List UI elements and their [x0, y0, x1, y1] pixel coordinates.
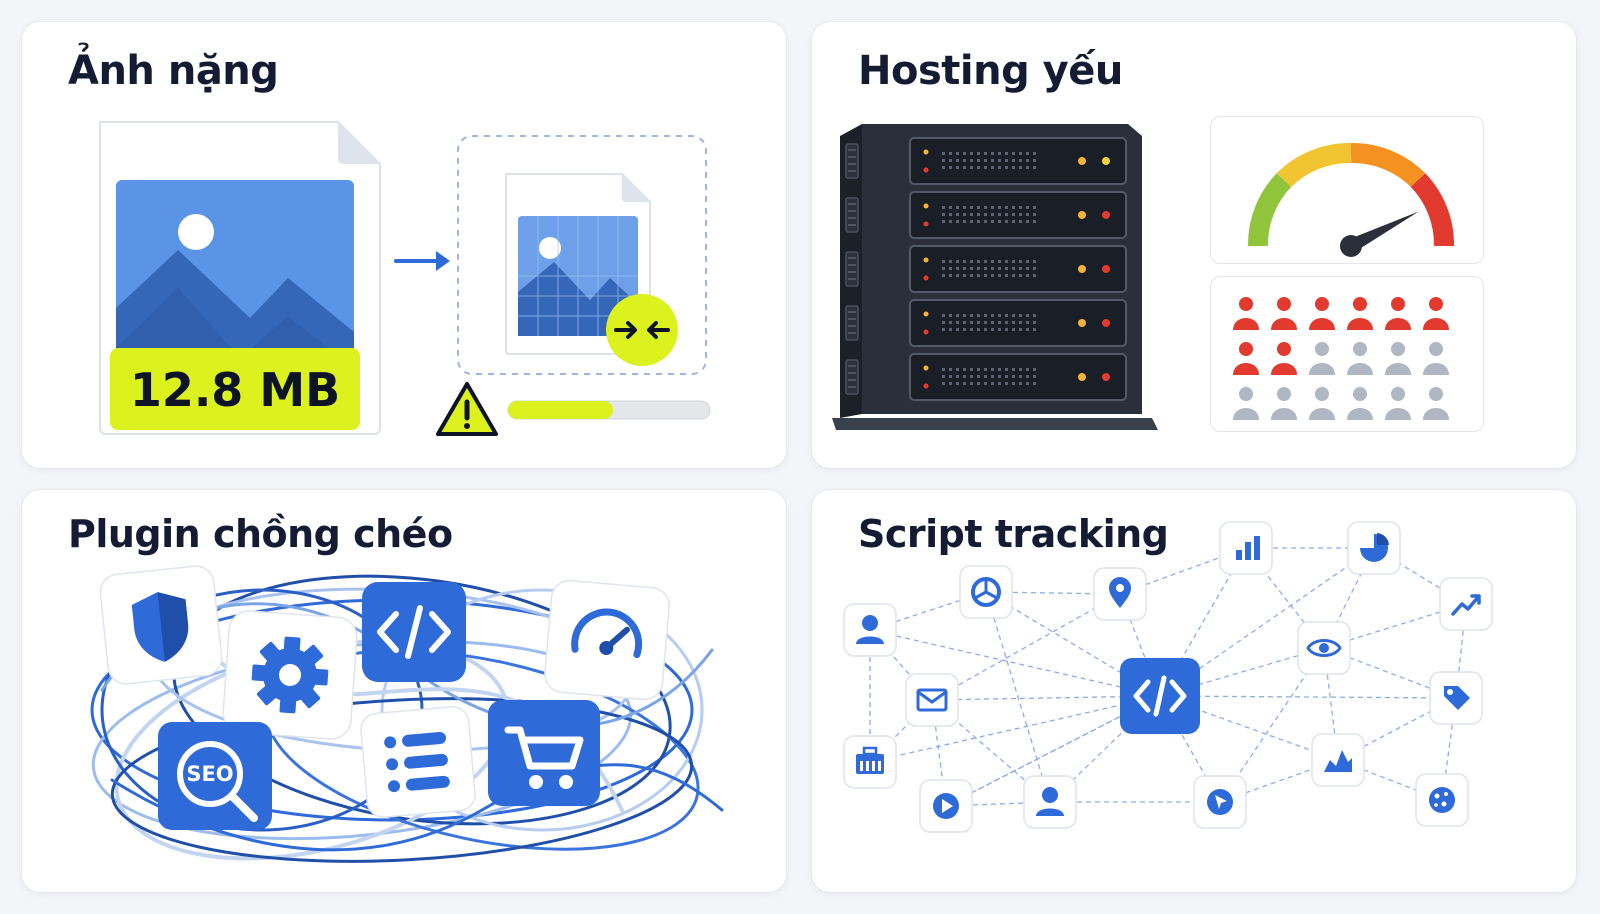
panel-title: Hosting yếu: [858, 48, 1123, 94]
rack-vent: [845, 305, 859, 341]
panel-title: Script tracking: [858, 512, 1169, 556]
cookie-icon: [1415, 773, 1469, 827]
rack-vent: [845, 359, 859, 395]
user-icon: [1347, 342, 1373, 375]
rack-vent: [845, 251, 859, 287]
server-unit: [909, 353, 1127, 401]
compression-frame: [457, 135, 707, 375]
shield-icon: [99, 565, 223, 685]
area-chart-icon: [1311, 733, 1365, 787]
rack-vent: [845, 197, 859, 233]
eye-icon: [1297, 621, 1351, 675]
file-size-label: 12.8 MB: [130, 363, 340, 417]
user-icon: [1271, 297, 1297, 330]
heavy-images-panel: Ảnh nặng 12.8 MB: [22, 22, 786, 468]
bar-chart-icon: [1219, 521, 1273, 575]
pie-chart-icon: [1347, 521, 1401, 575]
mail-icon: [905, 673, 959, 727]
server-unit: [909, 137, 1127, 185]
user-icon: [1423, 342, 1449, 375]
list-icon: [360, 706, 476, 818]
panel-title: Plugin chồng chéo: [68, 512, 453, 556]
seo-label: SEO: [186, 762, 233, 786]
user-icon: [1309, 342, 1335, 375]
speed-gauge-icon: [544, 579, 670, 701]
warning-icon: [436, 382, 498, 436]
code-icon: [1120, 658, 1200, 734]
trend-up-icon: [1439, 577, 1493, 631]
tag-icon: [1429, 671, 1483, 725]
overlapping-plugins-panel: Plugin chồng chéo: [22, 490, 786, 892]
user-icon: [1309, 297, 1335, 330]
user-icon: [1233, 342, 1259, 375]
server-unit: [909, 299, 1127, 347]
user-icon: [1385, 387, 1411, 420]
server-unit: [909, 245, 1127, 293]
user-icon: [1309, 387, 1335, 420]
user-icon: [1385, 297, 1411, 330]
user-icon: [1233, 387, 1259, 420]
user-icon: [1347, 297, 1373, 330]
play-icon: [919, 779, 973, 833]
user-icon: [1423, 387, 1449, 420]
server-unit: [909, 191, 1127, 239]
arrow-right-icon: [394, 251, 450, 271]
user-icon: [843, 603, 897, 657]
user-load-card: [1210, 276, 1484, 432]
server-rack-icon: [832, 124, 1158, 430]
seo-search-icon: SEO: [158, 722, 272, 830]
concurrent-users-grid: [1233, 297, 1449, 420]
tracking-scripts-panel: Script tracking: [812, 490, 1576, 892]
cart-icon: [488, 700, 600, 806]
location-pin-icon: [1093, 567, 1147, 621]
speed-gauge-card: [1210, 116, 1484, 264]
file-size-badge: 12.8 MB: [110, 348, 360, 430]
speed-gauge-icon: [1248, 143, 1454, 257]
compression-progress-bar: [507, 400, 711, 420]
user-icon: [1271, 342, 1297, 375]
cursor-icon: [1193, 775, 1247, 829]
rack-vent: [845, 143, 859, 179]
user-icon: [1423, 297, 1449, 330]
analytics-icon: [843, 735, 897, 789]
gauge-needle: [1347, 211, 1419, 253]
chart-pie-icon: [959, 565, 1013, 619]
code-icon: [362, 582, 466, 682]
user-icon: [1023, 775, 1077, 829]
compress-icon: [606, 294, 678, 366]
user-icon: [1271, 387, 1297, 420]
user-icon: [1347, 387, 1373, 420]
user-icon: [1385, 342, 1411, 375]
panel-title: Ảnh nặng: [68, 48, 279, 94]
user-icon: [1233, 297, 1259, 330]
gear-icon: [222, 610, 358, 740]
weak-hosting-panel: Hosting yếu: [812, 22, 1576, 468]
